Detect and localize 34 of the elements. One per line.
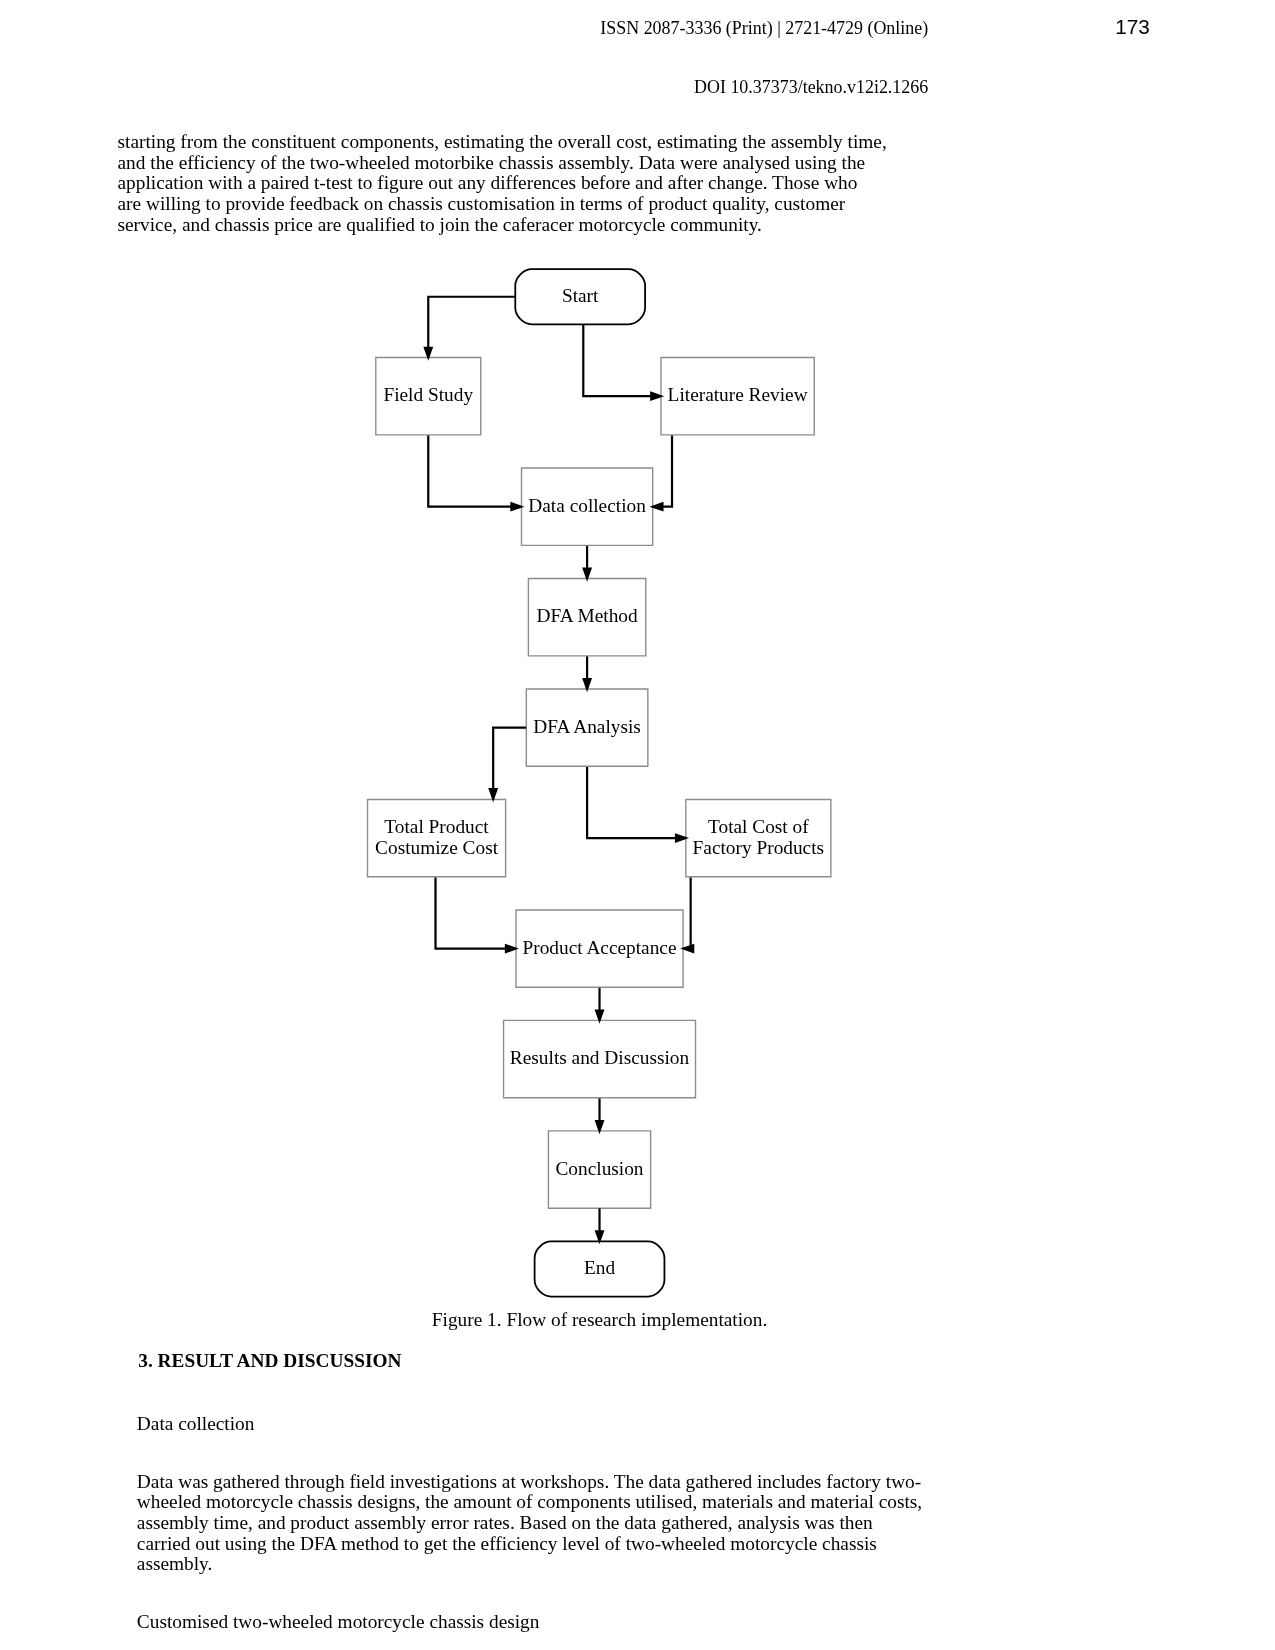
arrow — [434, 877, 519, 954]
arrow — [427, 435, 525, 512]
caption: Figure 1. Flow of research implementation. — [431, 1308, 768, 1330]
node-box: Field Study — [375, 356, 482, 436]
node-box: DFA Method — [527, 577, 647, 657]
node-box: End — [533, 1240, 666, 1298]
label: ISSN 2087-3336 (Print) | 2721-4729 (Online) — [600, 17, 929, 38]
label: Data collection — [136, 1413, 255, 1435]
node-box: Product Acceptance — [515, 909, 684, 988]
arrow — [582, 545, 593, 582]
label: 173 — [1115, 14, 1150, 38]
node-box: Total Product Costumize Cost — [366, 798, 507, 878]
node-box: Data collection — [520, 467, 654, 547]
arrow — [586, 766, 690, 844]
arrow — [594, 1098, 605, 1135]
arrow — [594, 1208, 605, 1245]
arrow — [423, 295, 515, 361]
node-box: Total Cost of Factory Products — [685, 798, 832, 878]
node-box: Literature Review — [660, 356, 815, 436]
label: Customised two-wheeled motorcycle chassis design — [136, 1610, 540, 1632]
label: 3. RESULT AND DISCUSSION — [138, 1350, 402, 1372]
label: Data was gathered through field investigations at workshops. The data gathered includes factory two-wheeled motorcycle chassis designs, the amount of components utilised, materials and material costs, assembly time, and product assembly error rates. Based on the data gathered, analysis was then carried out using the DFA method to get the efficiency level of two-wheeled motorcycle chassis assembly. — [136, 1470, 923, 1575]
arrow — [582, 324, 665, 402]
node-box: Results and Discussion — [502, 1019, 697, 1099]
arrow — [594, 987, 605, 1024]
arrow — [582, 656, 593, 693]
label: starting from the constituent components, estimating the overall cost, estimating the assembly time, and the efficiency of the two-wheeled motorbike chassis assembly. Data were analysed using the application with a paired t-test to figure out any differences before and after change. Those who are willing to provide feedback on chassis customisation in terms of product quality, customer service, and chassis price are qualified to join the caferacer motorcycle community. — [117, 130, 887, 235]
node-box: DFA Analysis — [525, 688, 649, 767]
arrow — [488, 726, 526, 803]
node-box: Conclusion — [547, 1130, 652, 1209]
node-box: Start — [514, 268, 646, 326]
label: DOI 10.37373/tekno.v12i2.1266 — [694, 76, 929, 97]
arrow — [680, 877, 695, 954]
arrow — [649, 435, 674, 512]
